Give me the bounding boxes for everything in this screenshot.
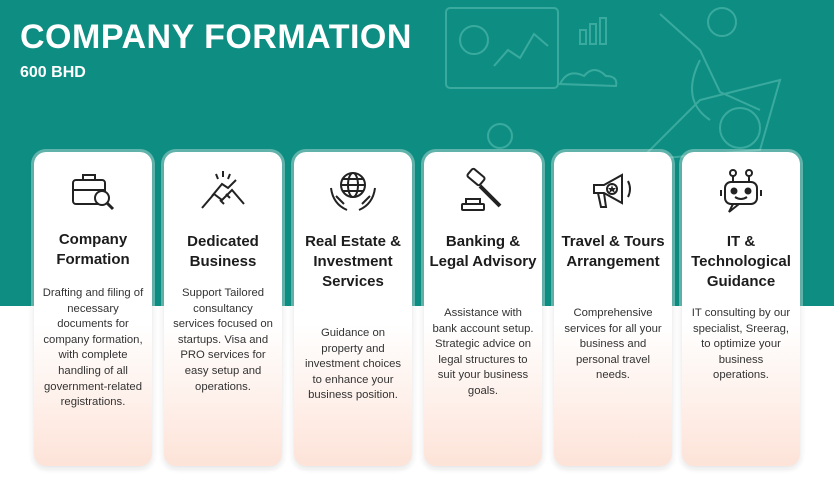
- megaphone-icon: [554, 166, 672, 216]
- card-title: Travel & Tours Arrangement: [561, 233, 665, 270]
- handshake-icon: [164, 166, 282, 216]
- card-description: Assistance with bank account setup. Stra…: [432, 307, 534, 397]
- card-description: Drafting and filing of necessary documen…: [42, 287, 144, 409]
- price-label: 600 BHD: [20, 64, 86, 81]
- card-title: Real Estate & Investment Services: [305, 233, 401, 290]
- gavel-icon: [424, 166, 542, 216]
- service-card-it-guidance: IT & Technological Guidance IT consultin…: [682, 152, 800, 466]
- service-card-dedicated-business: Dedicated Business Support Tailored cons…: [164, 152, 282, 466]
- card-title: Dedicated Business: [187, 233, 259, 270]
- service-card-banking-legal: Banking & Legal Advisory Assistance with…: [424, 152, 542, 466]
- card-description: IT consulting by our specialist, Sreerag…: [691, 307, 791, 382]
- page-title: COMPANY FORMATION: [20, 18, 412, 56]
- card-description: Support Tailored consultancy services fo…: [173, 287, 273, 393]
- robot-icon: [682, 166, 800, 216]
- briefcase-search-icon: [34, 166, 152, 216]
- service-card-real-estate: Real Estate & Investment Services Guidan…: [294, 152, 412, 466]
- card-description: Guidance on property and investment choi…: [304, 327, 402, 402]
- card-title: IT & Technological Guidance: [691, 233, 791, 290]
- globe-in-hands-icon: [294, 166, 412, 216]
- card-title: Banking & Legal Advisory: [429, 233, 537, 270]
- service-card-travel-tours: Travel & Tours Arrangement Comprehensive…: [554, 152, 672, 466]
- card-description: Comprehensive services for all your busi…: [564, 307, 662, 382]
- card-title: Company Formation: [56, 231, 130, 268]
- service-card-company-formation: Company Formation Drafting and filing of…: [34, 152, 152, 466]
